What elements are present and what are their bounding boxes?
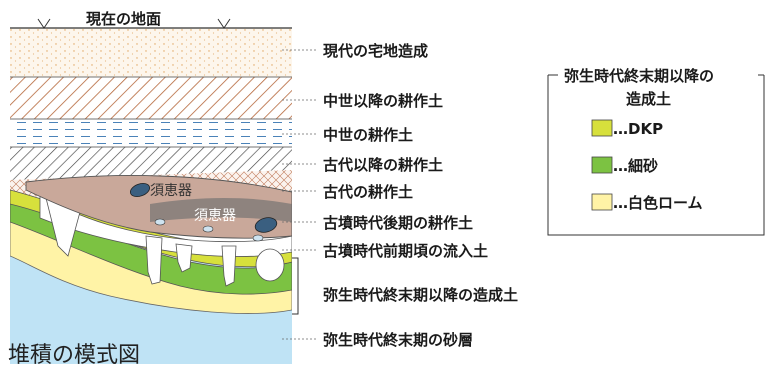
layer-medieval: [10, 119, 292, 147]
soil-column: 須恵器 須恵器: [10, 28, 292, 364]
sueki-label-1: 須恵器: [150, 183, 192, 199]
legend-swatch-white-loam: [591, 193, 613, 211]
leader-lines: [282, 49, 318, 340]
pottery-sherds: [129, 183, 278, 242]
surface-label: 現在の地面: [86, 10, 161, 28]
label-kofun-early: 古墳時代前期頃の流入土: [323, 242, 488, 260]
label-ancient: 古代の耕作土: [323, 183, 413, 201]
label-kofun-late: 古墳時代後期の耕作土: [323, 214, 473, 232]
label-modern: 現代の宅地造成: [323, 42, 428, 60]
diagram-title: 堆積の模式図: [8, 343, 140, 368]
legend-title-line2: 造成土: [626, 90, 671, 108]
legend-item-dkp: …DKP: [613, 120, 663, 138]
label-yayoi-sand: 弥生時代終末期の砂層: [323, 331, 473, 349]
label-medieval: 中世の耕作土: [323, 126, 413, 144]
legend-swatch-dkp: [591, 119, 613, 137]
legend-swatch-fine-sand: [591, 156, 613, 174]
legend-item-fine-sand: …細砂: [613, 157, 658, 175]
layer-modern: [10, 28, 292, 78]
legend-title-line1: 弥生時代終末期以降の: [564, 67, 714, 85]
legend: 弥生時代終末期以降の 造成土 …DKP …細砂 …白色ローム: [547, 64, 765, 236]
sueki-label-2: 須恵器: [194, 208, 236, 224]
label-yayoi-fill: 弥生時代終末期以降の造成土: [323, 286, 518, 304]
bracket: [292, 257, 299, 315]
layer-medieval-after: [10, 77, 292, 119]
layer-ancient-after: [10, 147, 292, 180]
label-ancient-after: 古代以降の耕作土: [323, 156, 443, 174]
label-medieval-after: 中世以降の耕作土: [323, 92, 443, 110]
dark-band: [150, 198, 292, 222]
surface-markers: [37, 18, 231, 29]
legend-item-white-loam: …白色ローム: [613, 194, 703, 212]
